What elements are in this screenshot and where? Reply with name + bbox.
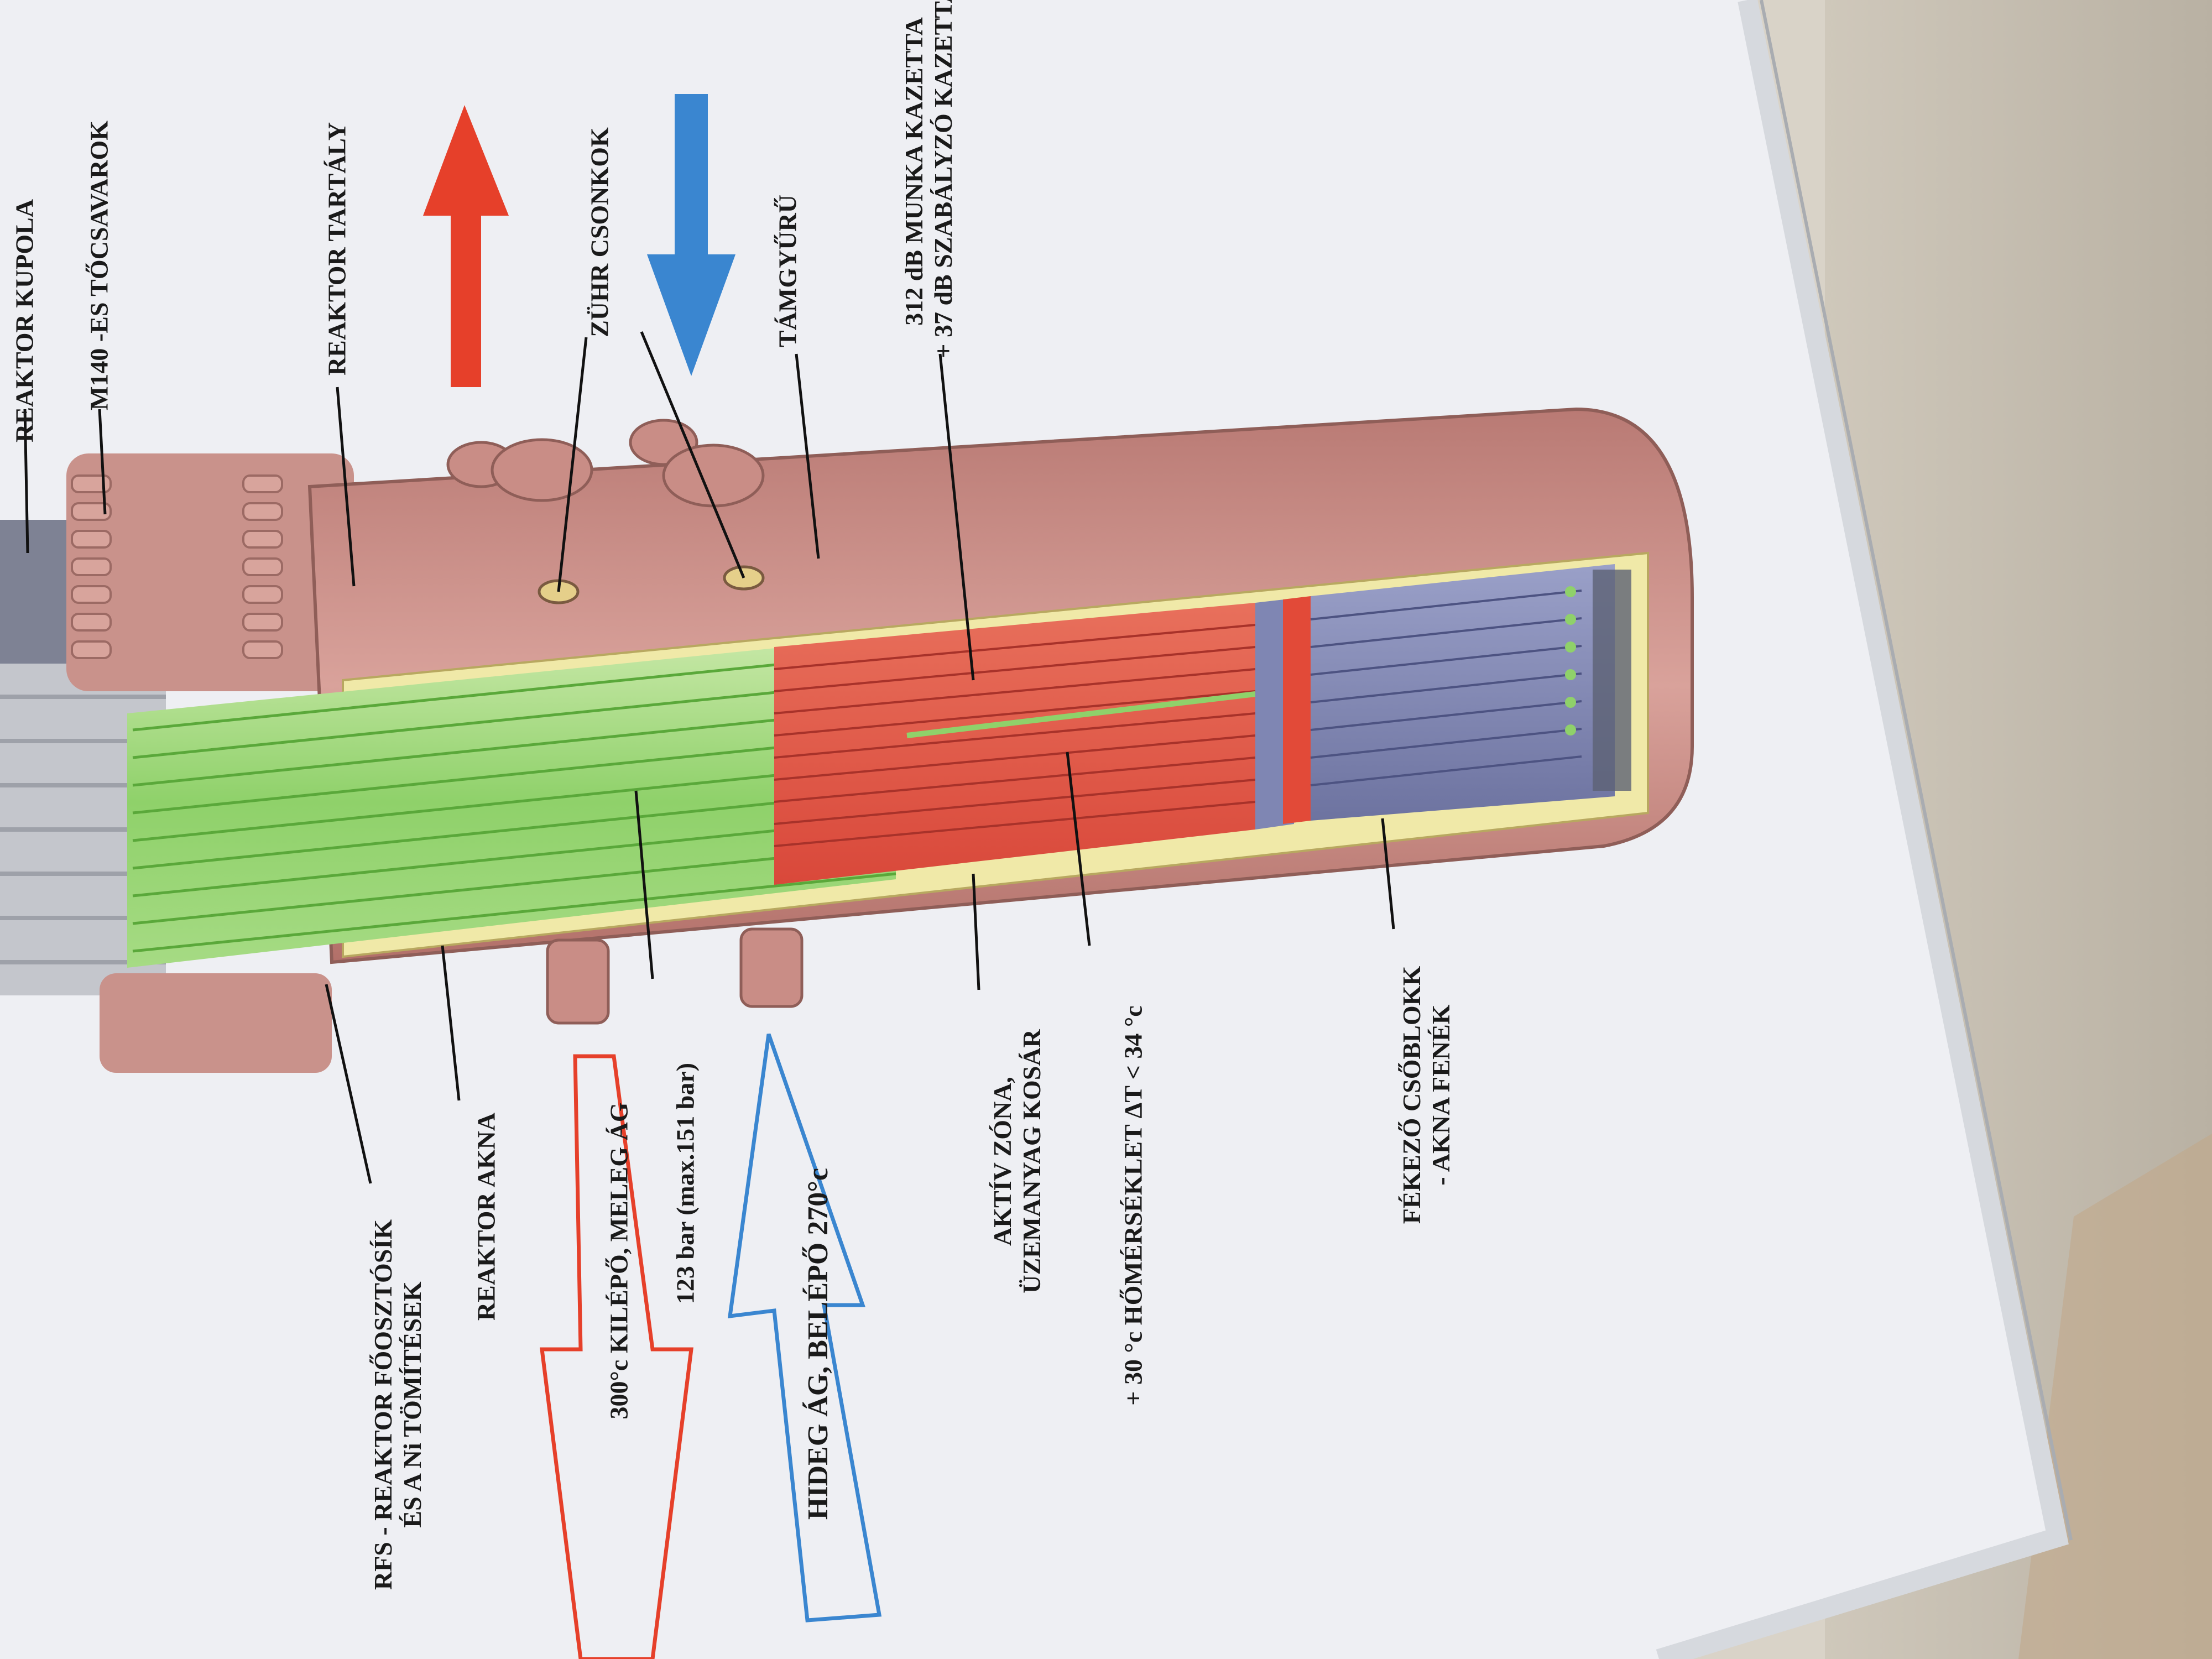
bottom-nozzles: [546, 927, 804, 1025]
tube-tips: [1565, 586, 1576, 735]
tube-lines: [1310, 589, 1582, 786]
tube-block: [1311, 564, 1615, 821]
core-assembly-lines: [774, 624, 1256, 847]
perforated-bottom: [1593, 570, 1631, 791]
hot-leg-arrow: [540, 1054, 693, 1659]
flange-studs: [71, 474, 283, 659]
hot-outlet-arrow-upper: [423, 105, 509, 387]
active-core: [774, 603, 1255, 885]
cold-inlet-arrow-upper: [647, 94, 735, 376]
cold-leg-arrow: [727, 1033, 882, 1623]
lower-flange: [100, 973, 332, 1073]
control-rod: [906, 691, 1256, 738]
fuel-rod-lines: [132, 651, 896, 953]
top-nozzles: [446, 419, 765, 508]
poster-frame: [1656, 0, 2069, 1659]
poster-frame-edge: [1760, 0, 2073, 1541]
leader-lines: [23, 331, 1395, 1184]
core-support-plate-red: [1283, 596, 1311, 824]
